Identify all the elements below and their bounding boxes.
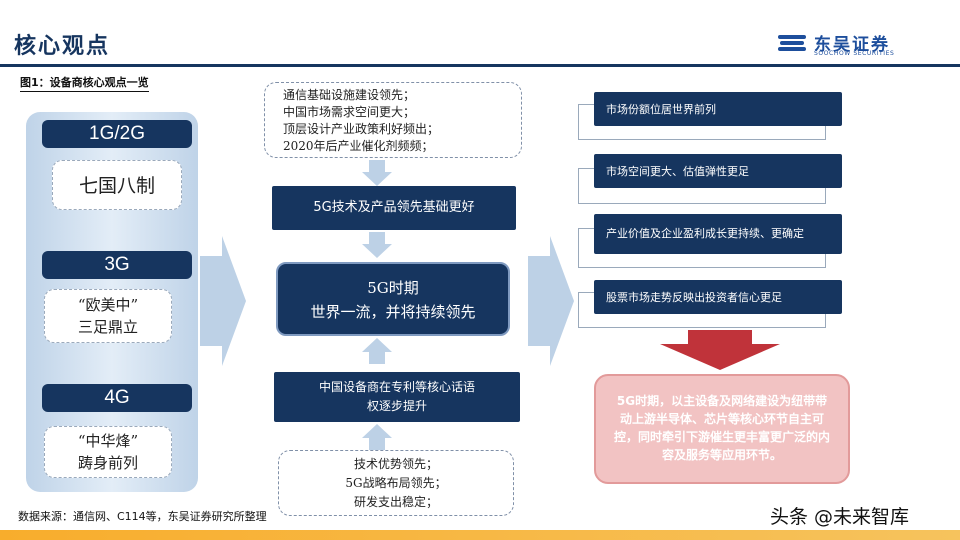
standard-3g-line2: 三足鼎立 xyxy=(77,318,138,336)
standard-3g: “欧美中” 三足鼎立 xyxy=(44,289,172,343)
top-reasons-box: 通信基础设施建设领先； 中国市场需求空间更大； 顶层设计产业政策利好频出； 20… xyxy=(264,82,522,158)
figure-label: 图1：设备商核心观点一览 xyxy=(20,74,149,92)
point-box-4: 股票市场走势反映出投资者信心更足 xyxy=(594,280,842,314)
top-reason-item: 通信基础设施建设领先； xyxy=(283,88,416,102)
ip-power-box: 中国设备商在专利等核心话语 权逐步提升 xyxy=(274,372,520,422)
logo-subtitle: SOOCHOW SECURITIES xyxy=(814,50,895,57)
ip-line-2: 权逐步提升 xyxy=(366,399,427,413)
bottom-reason-item: 技术优势领先； xyxy=(353,457,438,471)
bottom-reasons-box: 技术优势领先； 5G战略布局领先； 研发支出稳定； xyxy=(278,450,514,516)
up-arrow-icon xyxy=(362,338,392,364)
page-title: 核心观点 xyxy=(14,34,111,59)
watermark: 头条 @未来智库 xyxy=(770,506,910,528)
core-line-2: 世界一流，并将持续领先 xyxy=(310,303,476,321)
foundation-box: 5G技术及产品领先基础更好 xyxy=(272,186,516,230)
standard-4g: “中华烽” 踌身前列 xyxy=(44,426,172,478)
up-arrow-icon xyxy=(362,424,392,450)
core-statement-box: 5G时期 世界一流，并将持续领先 xyxy=(276,262,510,336)
standard-1g2g: 七国八制 xyxy=(52,160,182,210)
standard-4g-line2: 踌身前列 xyxy=(77,454,138,472)
point-box-1: 市场份额位居世界前列 xyxy=(594,92,842,126)
standard-4g-line1: “中华烽” xyxy=(77,432,139,450)
point-box-3: 产业价值及企业盈利成长更持续、更确定 xyxy=(594,214,842,254)
top-reason-item: 顶层设计产业政策利好频出； xyxy=(283,122,440,136)
down-arrow-icon xyxy=(362,160,392,186)
gen-label-3g: 3G xyxy=(42,251,192,279)
flow-arrow-left-icon xyxy=(200,236,246,366)
bottom-reason-item: 研发支出稳定； xyxy=(353,495,438,509)
core-line-1: 5G时期 xyxy=(367,279,419,297)
flow-arrow-right-icon xyxy=(528,236,574,366)
gen-label-1g2g: 1G/2G xyxy=(42,120,192,148)
top-reason-item: 2020年后产业催化剂频频； xyxy=(283,139,434,153)
company-logo: 东吴证券 SOOCHOW SECURITIES xyxy=(778,30,918,60)
down-arrow-icon xyxy=(362,232,392,258)
point-box-2: 市场空间更大、估值弹性更足 xyxy=(594,154,842,188)
ip-line-1: 中国设备商在专利等核心话语 xyxy=(318,380,475,394)
bottom-accent-strip xyxy=(0,530,960,540)
bottom-reason-item: 5G战略布局领先； xyxy=(345,476,447,490)
logo-name: 东吴证券 xyxy=(814,35,890,55)
data-source: 数据来源：通信网、C114等，东吴证券研究所整理 xyxy=(18,510,267,523)
standard-3g-line1: “欧美中” xyxy=(77,296,139,314)
conclusion-box: 5G时期，以主设备及网络建设为纽带带动上游半导体、芯片等核心环节自主可控，同时牵… xyxy=(594,374,850,484)
red-down-arrow-icon xyxy=(660,330,780,370)
top-reason-item: 中国市场需求空间更大； xyxy=(283,105,416,119)
header-divider xyxy=(0,64,960,67)
gen-label-4g: 4G xyxy=(42,384,192,412)
soochow-logo-icon xyxy=(778,35,806,51)
